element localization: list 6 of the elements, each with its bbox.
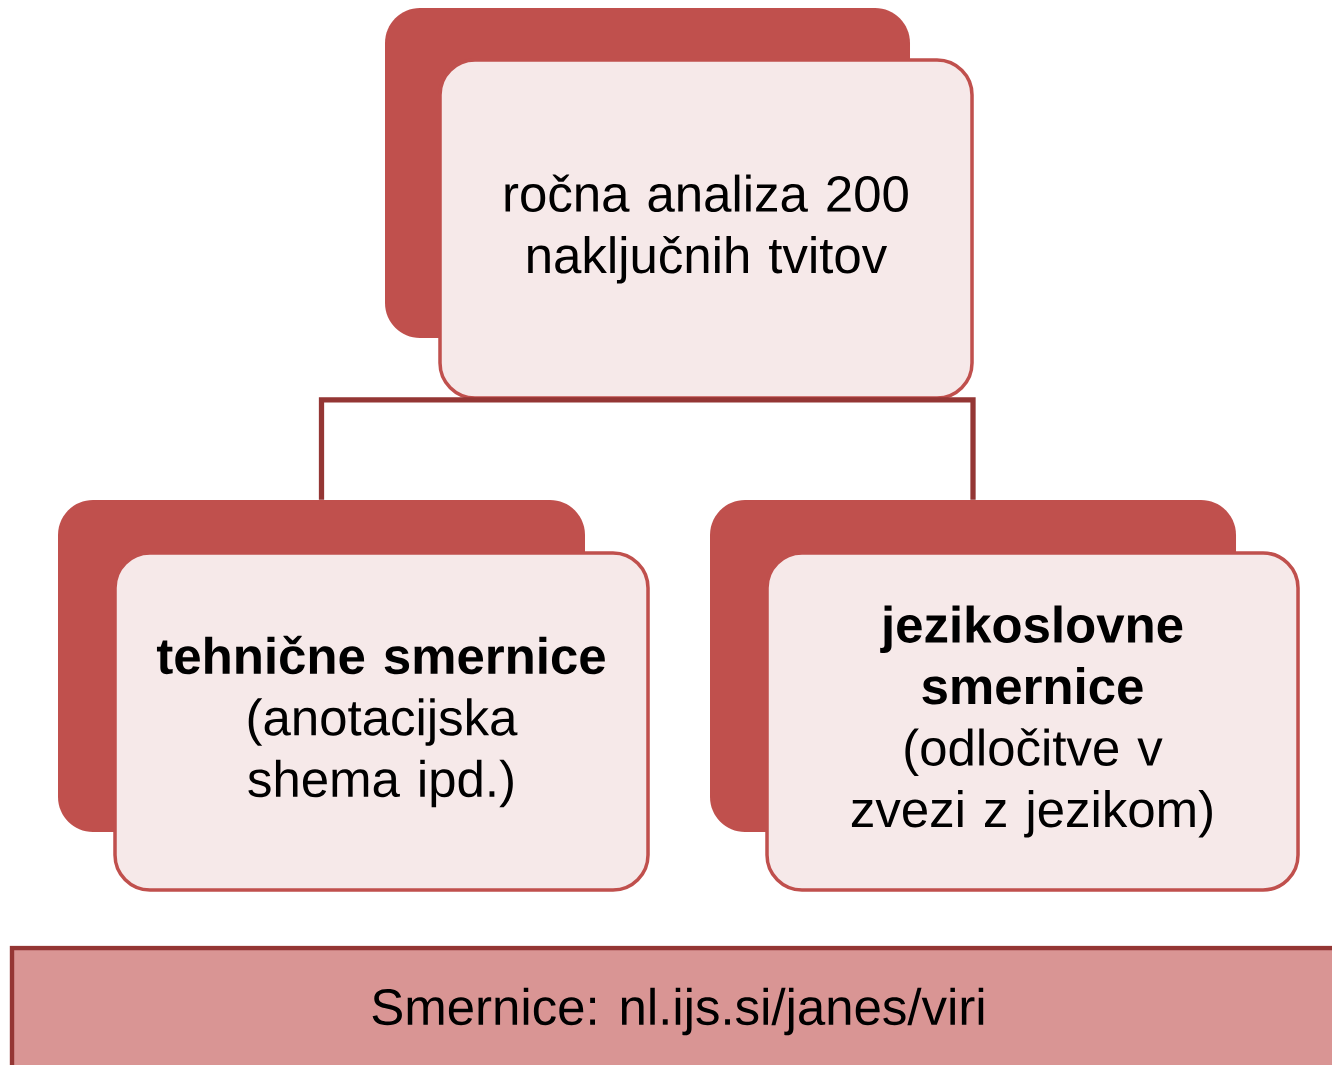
- card-box: ročna analiza 200 naključnih tvitov: [385, 8, 974, 400]
- connector-line: [318, 397, 706, 500]
- card-box: jezikoslovne smernice (odločitve v zvezi z jezikom): [710, 500, 1300, 892]
- card-box: tehnične smernice (anotacijska shema ipd.): [58, 500, 650, 892]
- connector-line: [706, 397, 976, 500]
- footer-band: Smernice: nl.ijs.si/janes/viri: [9, 945, 1332, 1065]
